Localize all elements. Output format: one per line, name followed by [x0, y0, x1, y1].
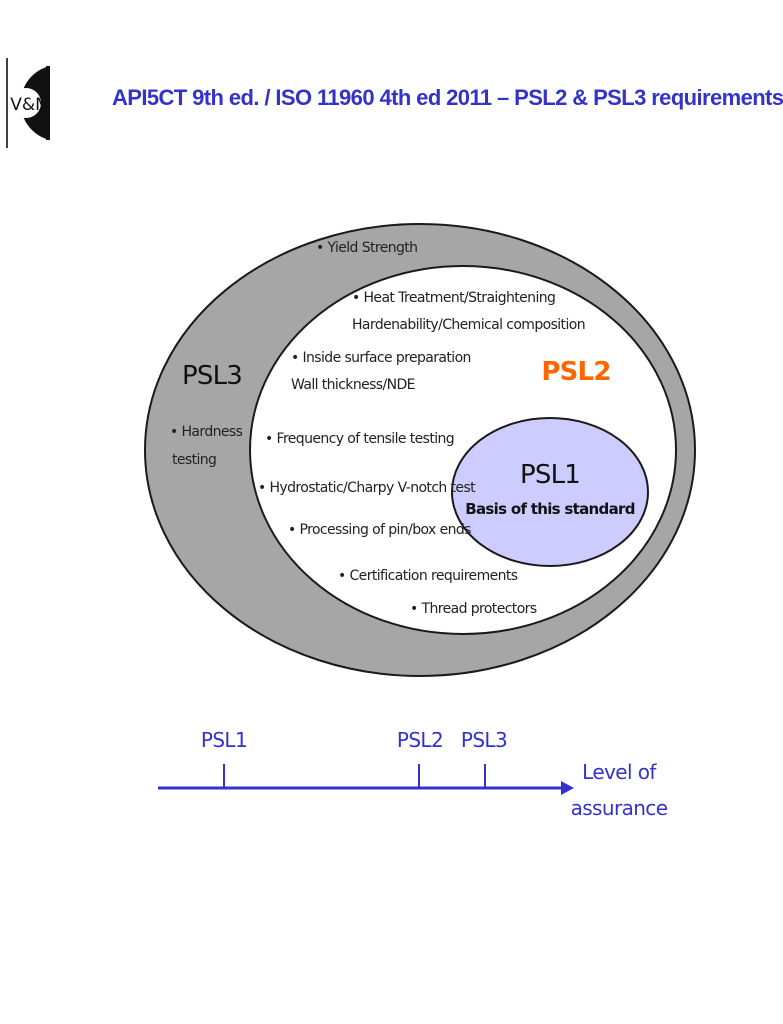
psl2-item-hardenability: Hardenability/Chemical composition	[352, 317, 585, 333]
psl2-item-tensile: • Frequency of tensile testing	[265, 431, 454, 447]
assurance-arrowhead	[561, 781, 574, 795]
psl1-subtitle: Basis of this standard	[465, 500, 634, 518]
psl2-item-inside-surface: • Inside surface preparation	[291, 350, 471, 366]
psl1-label: PSL1	[520, 460, 580, 490]
axis-label-line1: Level of	[582, 760, 657, 784]
tick-label-psl1: PSL1	[201, 728, 247, 752]
psl3-label: PSL3	[182, 361, 242, 391]
psl3-item-hardness: • Hardness	[170, 424, 243, 440]
psl2-item-certification: • Certification requirements	[338, 568, 518, 584]
psl2-item-wall-thickness: Wall thickness/NDE	[291, 377, 415, 393]
psl2-label: PSL2	[541, 357, 610, 387]
tick-label-psl3: PSL3	[461, 728, 507, 752]
tick-label-psl2: PSL2	[397, 728, 443, 752]
vm-logo: V&M	[6, 58, 50, 148]
psl2-item-pin-box: • Processing of pin/box ends	[288, 522, 471, 538]
psl3-item-hardness-cont: testing	[172, 452, 216, 468]
psl3-item-yield-strength: • Yield Strength	[316, 240, 417, 256]
logo-text: V&M	[10, 95, 50, 115]
page-title: API5CT 9th ed. / ISO 11960 4th ed 2011 –…	[112, 85, 783, 110]
psl2-item-thread-protectors: • Thread protectors	[410, 601, 537, 617]
psl1-ellipse	[451, 417, 649, 567]
axis-label-line2: assurance	[571, 796, 668, 820]
psl2-item-heat-treatment: • Heat Treatment/Straightening	[352, 290, 555, 306]
psl2-item-hydrostatic: • Hydrostatic/Charpy V-notch test	[258, 480, 476, 496]
